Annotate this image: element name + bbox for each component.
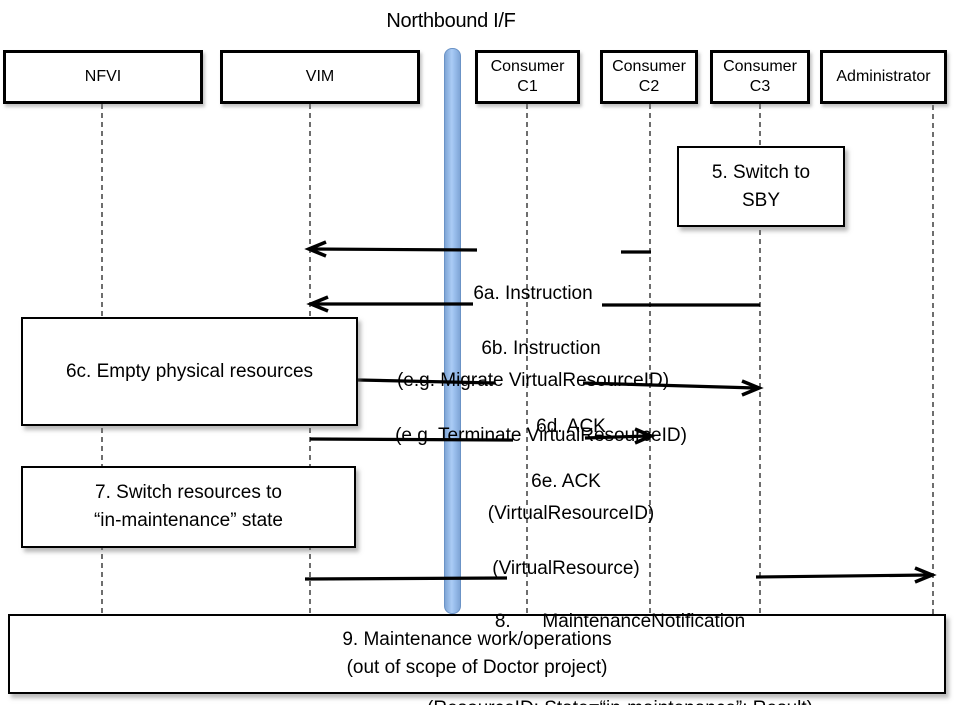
message-title: 6b. Instruction (481, 338, 601, 359)
actor-box-nfvi: NFVI (3, 50, 203, 104)
step-text-line2: “in-maintenance” state (93, 510, 284, 531)
actor-label-line2: C3 (749, 78, 771, 95)
message-8-label: 8. MaintenanceNotification (ResourceID; … (427, 549, 813, 705)
actor-label: Consumer (612, 58, 686, 75)
arrowhead-right-6d (741, 379, 764, 397)
step-box-7-switch-resources: 7. Switch resources to “in-maintenance” … (21, 466, 356, 548)
step-text-line1: 5. Switch to (711, 161, 811, 183)
actor-label: Consumer (490, 58, 565, 75)
step-text-line2: SBY (741, 189, 781, 211)
message-title: 8. MaintenanceNotification (494, 611, 746, 632)
message-6d-label: 6d. ACK (VirtualResourceID) (488, 354, 654, 586)
step-box-5-switch-to-sby: 5. Switch to SBY (677, 146, 845, 227)
step-text-line1: 6c. Empty physical resources (65, 360, 314, 382)
actor-box-consumer-c3: Consumer C3 (710, 50, 810, 104)
message-detail: (VirtualResourceID) (487, 503, 655, 524)
message-title: 6e. ACK (531, 471, 601, 492)
actor-label: VIM (305, 68, 335, 85)
message-detail: (VirtualResource) (492, 558, 640, 579)
actor-label: Administrator (836, 68, 931, 85)
northbound-interface-bar (444, 48, 461, 614)
actor-label-line2: C2 (638, 78, 660, 95)
arrowhead-left-6b (306, 295, 329, 313)
page-title: Northbound I/F (386, 10, 516, 32)
arrowhead-left-6a (304, 240, 327, 258)
actor-label: NFVI (84, 68, 122, 85)
actor-box-consumer-c1: Consumer C1 (475, 50, 580, 104)
step-text-line1: 7. Switch resources to (95, 482, 282, 503)
actor-box-vim: VIM (220, 50, 420, 104)
step-text-line2: (out of scope of Doctor project) (346, 657, 608, 678)
actor-box-consumer-c2: Consumer C2 (600, 50, 698, 104)
message-title: 6d. ACK (536, 416, 606, 437)
step-text-line1: 9. Maintenance work/operations (342, 629, 612, 650)
actor-box-administrator: Administrator (820, 50, 947, 104)
step-box-6c-empty-physical-resources: 6c. Empty physical resources (21, 317, 358, 426)
actor-label: Consumer (723, 58, 797, 75)
actor-label-line2: C1 (517, 78, 538, 95)
step-box-9-maintenance-work: 9. Maintenance work/operations (out of s… (8, 614, 946, 694)
message-6e-label: 6e. ACK (VirtualResource) (492, 409, 639, 641)
arrowhead-right-8 (914, 566, 937, 584)
message-detail: (ResourceID; State=“in-maintenance”; Res… (427, 694, 813, 705)
